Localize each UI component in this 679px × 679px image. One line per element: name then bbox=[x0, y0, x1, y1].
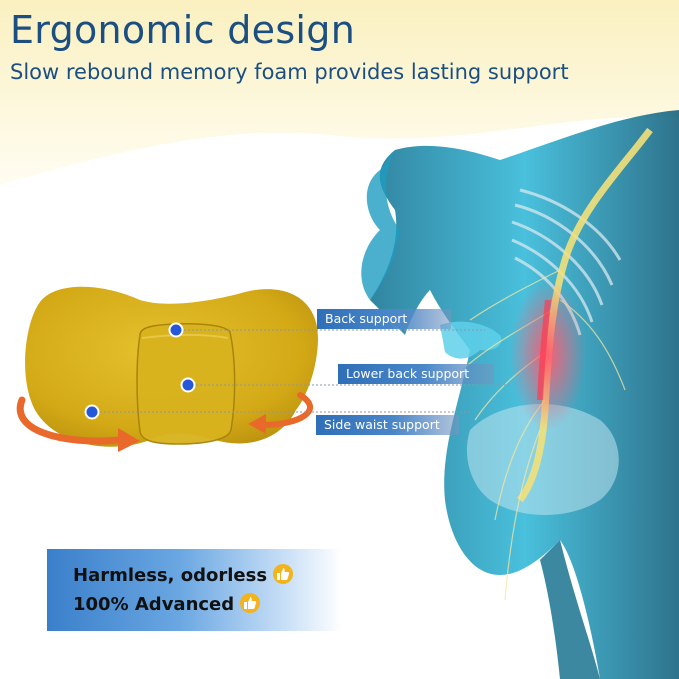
leader-lines bbox=[92, 329, 510, 413]
support-arrows bbox=[16, 392, 313, 452]
feature-box: Harmless, odorless 100% Advanced bbox=[47, 549, 342, 631]
feature-line-1: Harmless, odorless bbox=[73, 564, 294, 586]
label-side-waist-support: Side waist support bbox=[316, 415, 459, 435]
thumbs-up-icon bbox=[273, 564, 294, 584]
label-lower-back-support: Lower back support bbox=[338, 364, 494, 384]
feature-text-advanced: 100% Advanced bbox=[73, 594, 235, 615]
page-title: Ergonomic design bbox=[10, 8, 356, 52]
thumbs-up-icon bbox=[240, 593, 261, 613]
label-back-support: Back support bbox=[317, 309, 451, 329]
feature-line-2: 100% Advanced bbox=[73, 593, 261, 615]
feature-text-harmless: Harmless, odorless bbox=[73, 565, 268, 586]
marker-dots bbox=[84, 322, 196, 420]
page-subtitle: Slow rebound memory foam provides lastin… bbox=[10, 60, 569, 84]
anatomy-body bbox=[361, 110, 679, 679]
